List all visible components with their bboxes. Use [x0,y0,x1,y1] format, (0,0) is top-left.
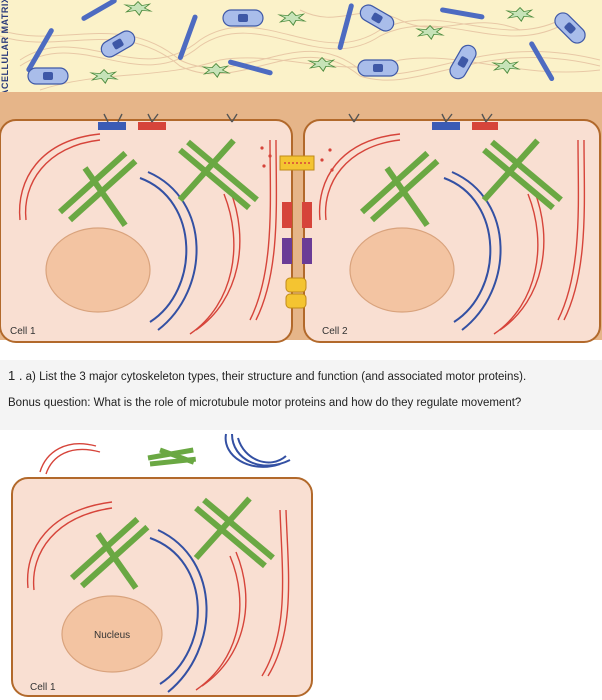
question-1-number: 1 . [8,368,23,383]
cell-2-label: Cell 2 [322,326,348,337]
cell-2-body [303,119,601,343]
question-1: 1 . a) List the 3 major cytoskeleton typ… [8,368,526,383]
lower-cell-label: Cell 1 [30,682,56,693]
figure-bottom-margin [0,340,602,360]
cell-1-nucleus [45,227,151,313]
lower-cell-nucleus [61,595,163,673]
legend-microtubules [224,433,291,468]
lower-microtubules [149,529,208,693]
cell-1-receptors [98,113,238,130]
cell-2-microtubules [443,171,502,331]
nucleus-label: Nucleus [94,630,130,641]
cell-2-nucleus [349,227,455,313]
cell-1-body [0,119,293,343]
cell-2: Cell 2 [303,113,601,343]
cytoskeleton-figure: EXTRACELLULAR MATRIX [0,0,602,360]
ecm-fibrils [26,0,555,82]
ecm-capsules [27,4,586,85]
cell-1-label: Cell 1 [10,326,36,337]
legend-intermediate [147,447,197,467]
ecm-star-shapes [89,0,535,85]
bonus-question: Bonus question: What is the role of micr… [8,397,522,409]
legend-actin [39,443,101,475]
cell-1-microtubules [139,171,198,331]
lower-cell-diagram: Nucleus Cell 1 [0,430,602,700]
cell-1-intermediate-filaments [57,138,259,228]
lower-intermediate-filaments [69,496,275,590]
cell-2-actin-filaments [318,133,586,335]
cell-1-actin-filaments [18,133,278,335]
lower-actin-filaments [26,501,290,691]
ecm-label: EXTRACELLULAR MATRIX [0,0,10,122]
cell-junctions [260,146,334,309]
lower-canvas: Nucleus Cell 1 [11,433,313,697]
question-area: 1 . a) List the 3 major cytoskeleton typ… [0,360,602,430]
cell-2-intermediate-filaments [359,138,563,228]
cell-2-receptors [348,113,498,130]
lower-cell-body [11,477,313,697]
question-1-text: a) List the 3 major cytoskeleton types, … [22,371,527,383]
cell-1: Cell 1 [0,113,293,343]
figure-canvas: EXTRACELLULAR MATRIX [0,0,602,360]
